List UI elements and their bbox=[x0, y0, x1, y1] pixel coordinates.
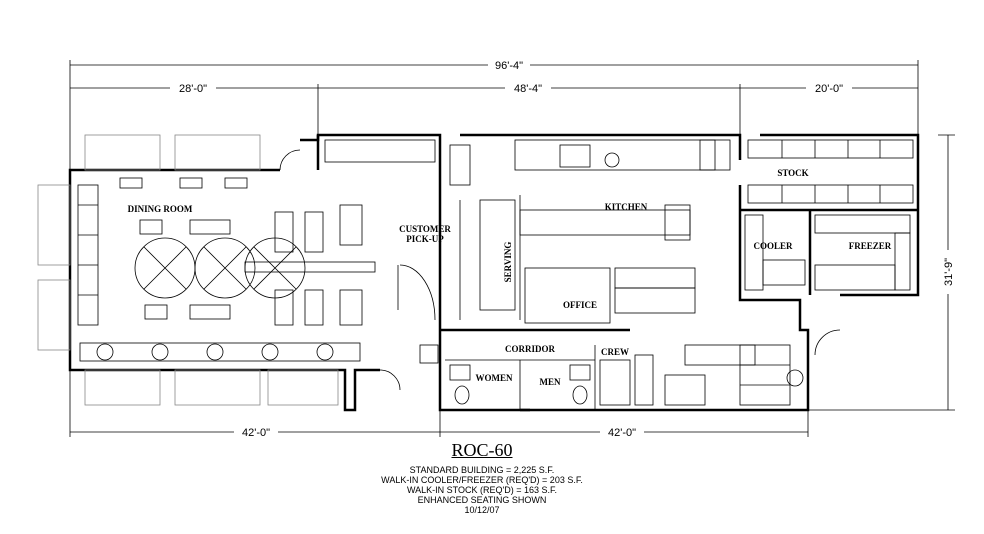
room-label-corridor: CORRIDOR bbox=[505, 344, 556, 354]
room-label-freezer: FREEZER bbox=[849, 241, 892, 251]
dim-bottom-left: 42'-0" bbox=[242, 427, 270, 439]
dim-depth: 31'-9" bbox=[943, 258, 955, 286]
room-label-crew: CREW bbox=[601, 347, 629, 357]
window-outlines bbox=[37, 134, 339, 406]
room-label-women: WOMEN bbox=[476, 373, 513, 383]
note-date: 10/12/07 bbox=[464, 505, 500, 515]
room-label-stock: STOCK bbox=[777, 168, 808, 178]
kitchen-equipment bbox=[324, 139, 804, 406]
plan-title: ROC-60 bbox=[451, 440, 513, 460]
room-label-cooler: COOLER bbox=[753, 241, 793, 251]
room-label-kitchen: KITCHEN bbox=[605, 202, 648, 212]
room-label-men: MEN bbox=[540, 377, 561, 387]
dim-segment-middle: 48'-4" bbox=[514, 83, 542, 95]
note-stock-area: WALK-IN STOCK (REQ'D) = 163 S.F. bbox=[406, 485, 557, 495]
note-seating: ENHANCED SEATING SHOWN bbox=[417, 495, 547, 505]
round-tables bbox=[134, 237, 306, 299]
note-cooler-freezer-area: WALK-IN COOLER/FREEZER (REQ'D) = 203 S.F… bbox=[381, 475, 583, 485]
dim-segment-left: 28'-0" bbox=[179, 83, 207, 95]
room-label-pickup-1: CUSTOMER bbox=[399, 224, 451, 234]
room-label-office: OFFICE bbox=[563, 300, 597, 310]
room-label-dining: DINING ROOM bbox=[128, 204, 193, 214]
dining-furniture bbox=[77, 177, 376, 362]
dim-bottom-right: 42'-0" bbox=[608, 427, 636, 439]
note-building-area: STANDARD BUILDING = 2,225 S.F. bbox=[409, 465, 555, 475]
dim-segment-right: 20'-0" bbox=[815, 83, 843, 95]
room-label-pickup-2: PICK-UP bbox=[406, 234, 444, 244]
dim-overall-width: 96'-4" bbox=[495, 60, 523, 72]
shelving bbox=[744, 139, 914, 291]
booth-tables bbox=[79, 342, 361, 362]
restroom-fixtures bbox=[419, 344, 591, 405]
room-label-serving: SERVING bbox=[503, 242, 513, 283]
